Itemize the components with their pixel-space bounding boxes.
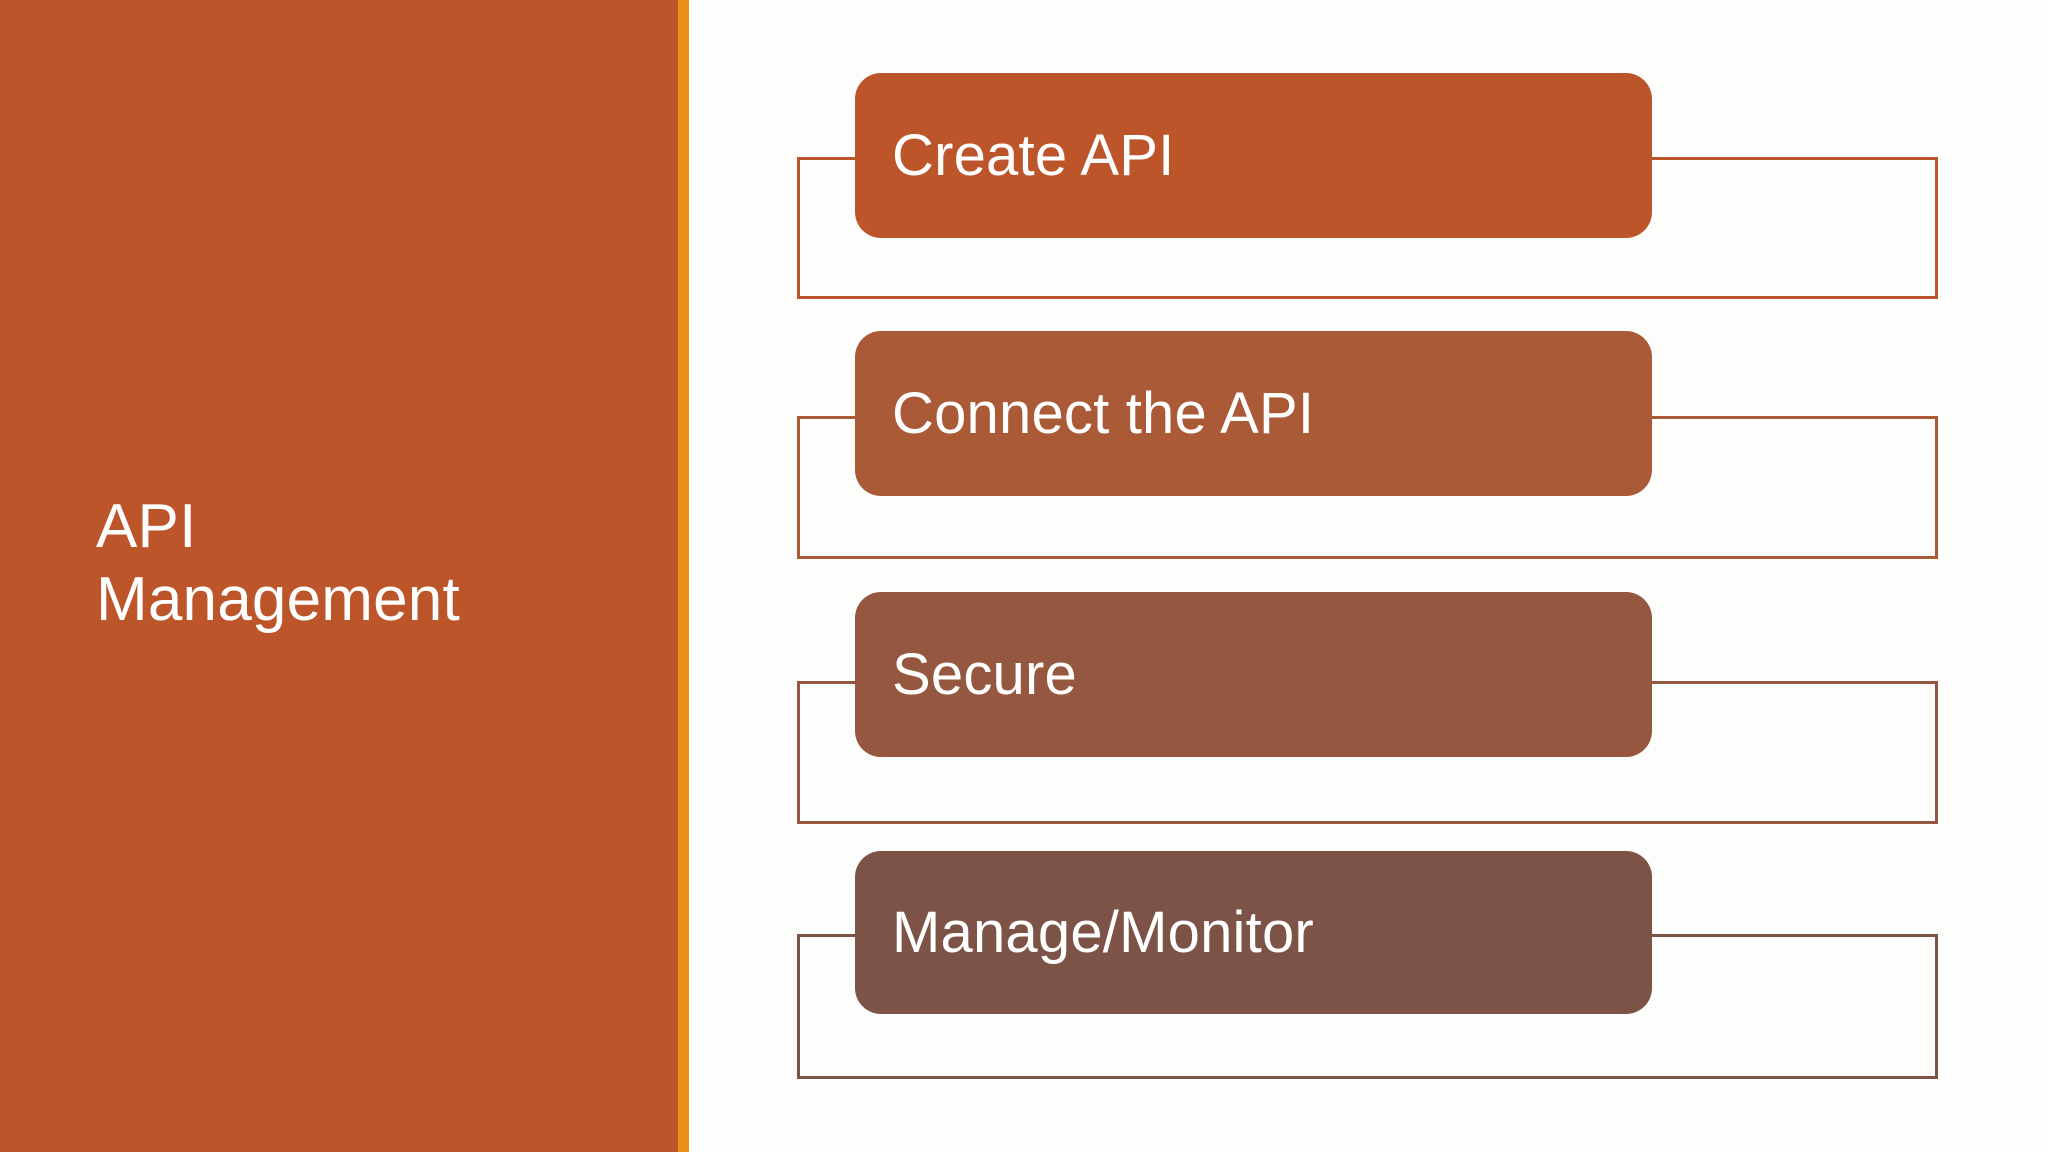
step-label: Create API bbox=[892, 123, 1175, 188]
page-title: API Management bbox=[96, 492, 460, 635]
step-chip-secure[interactable]: Secure bbox=[855, 592, 1652, 757]
step-chip-connect-the-api[interactable]: Connect the API bbox=[855, 331, 1652, 496]
left-title-panel bbox=[0, 0, 678, 1152]
step-chip-manage-monitor[interactable]: Manage/Monitor bbox=[855, 851, 1652, 1014]
accent-divider-bar bbox=[678, 0, 689, 1152]
step-chip-create-api[interactable]: Create API bbox=[855, 73, 1652, 238]
step-label: Secure bbox=[892, 642, 1077, 707]
step-label: Connect the API bbox=[892, 381, 1315, 446]
step-label: Manage/Monitor bbox=[892, 900, 1314, 965]
